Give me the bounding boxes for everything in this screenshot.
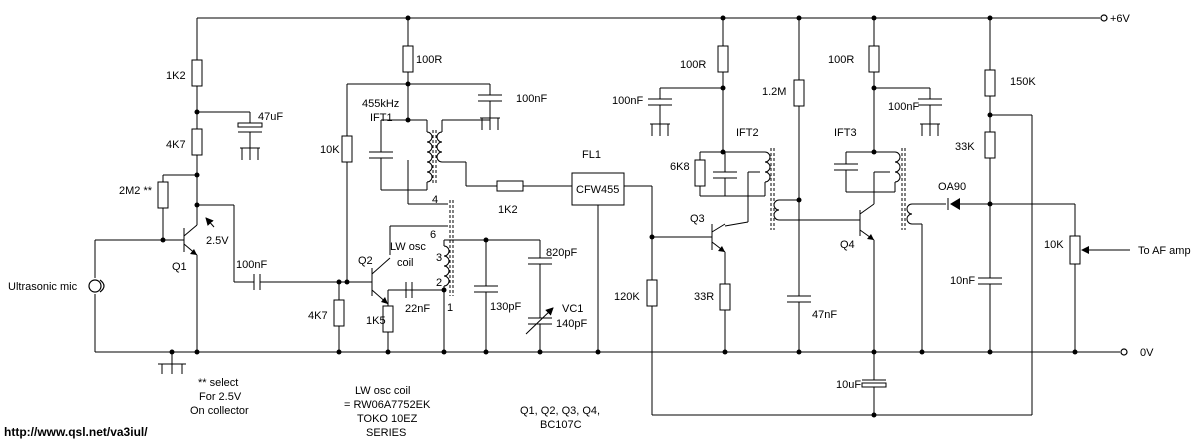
- supply-label: +6V: [1110, 13, 1131, 25]
- fl1-label: FL1: [582, 149, 601, 161]
- r-10k-a-label: 10K: [320, 144, 340, 156]
- coil-note-4: SERIES: [366, 427, 406, 439]
- supply-rail: [197, 14, 1108, 22]
- fl1-filter: [571, 172, 653, 355]
- vc1-label: VC1: [562, 303, 583, 315]
- r-120k-label: 120K: [614, 291, 640, 303]
- r-1k2-top-label: 1K2: [166, 70, 186, 82]
- ground-symbol: [158, 352, 186, 374]
- q3-stage: [646, 15, 1032, 416]
- ground-rail: [95, 348, 1128, 356]
- pot-10k-label: 10K: [1044, 239, 1064, 251]
- r-1m2-label: 1.2M: [762, 86, 786, 98]
- r-1k5-label: 1K5: [366, 315, 386, 327]
- r-100r-b-label: 100R: [680, 59, 706, 71]
- lw-coil-label-a: LW osc: [390, 241, 426, 253]
- r-6k8-label: 6K8: [670, 161, 690, 173]
- c-10uf-label: 10uF: [836, 379, 861, 391]
- source-url: http://www.qsl.net/va3iul/: [4, 425, 148, 439]
- pin-2-label: 2: [436, 277, 442, 289]
- voltage-2v5-label: 2.5V: [206, 235, 229, 247]
- transistors-note-1: Q1, Q2, Q3, Q4,: [520, 405, 600, 417]
- q3-label: Q3: [690, 213, 705, 225]
- pin-1-label: 1: [447, 302, 453, 314]
- r-100r-a-label: 100R: [416, 54, 442, 66]
- r-1k2-mid-label: 1K2: [498, 204, 518, 216]
- q2-label: Q2: [358, 255, 373, 267]
- r-33r-label: 33R: [694, 291, 714, 303]
- c-820pf-label: 820pF: [546, 247, 577, 259]
- c-47uf-label: 47uF: [258, 111, 283, 123]
- r-2m2-label: 2M2 **: [119, 185, 153, 197]
- note-collector: On collector: [190, 405, 249, 417]
- coil-note-1: LW osc coil: [355, 385, 410, 397]
- lw-coil-label-b: coil: [397, 257, 414, 269]
- q4-label: Q4: [840, 239, 855, 251]
- r-150k-label: 150K: [1010, 76, 1036, 88]
- c-100nf-b-label: 100nF: [612, 95, 643, 107]
- ift1-label: IFT1: [370, 112, 393, 124]
- c-100nf-a-label: 100nF: [516, 93, 547, 105]
- r-4k7-bot-label: 4K7: [308, 310, 328, 322]
- ground-label: 0V: [1140, 347, 1154, 359]
- q1-stage: [88, 18, 360, 355]
- q4-stage: [773, 15, 946, 418]
- pin-6-label: 6: [430, 229, 436, 241]
- coil-note-3: TOKO 10EZ: [357, 413, 418, 425]
- c-10nf-label: 10nF: [950, 275, 975, 287]
- transistors-note-2: BC107C: [540, 419, 582, 431]
- d-oa90-label: OA90: [938, 181, 966, 193]
- ift3-label: IFT3: [834, 127, 857, 139]
- r-100r-c-label: 100R: [828, 54, 854, 66]
- ift1-freq-label: 455kHz: [362, 98, 399, 110]
- c-47nf-label: 47nF: [812, 309, 837, 321]
- coil-note-2: = RW06A7752EK: [344, 399, 431, 411]
- pin-3-label: 3: [436, 252, 442, 264]
- c-100nf-in-label: 100nF: [236, 259, 267, 271]
- mic-label: Ultrasonic mic: [8, 281, 78, 293]
- detector-stage: [947, 15, 1130, 415]
- r-33k-label: 33K: [955, 141, 975, 153]
- pin-4-label: 4: [432, 194, 438, 206]
- q2-stage: [333, 15, 572, 355]
- q1-label: Q1: [172, 261, 187, 273]
- r-4k7-top-label: 4K7: [166, 139, 186, 151]
- note-select: ** select: [198, 377, 238, 389]
- c-22nf-label: 22nF: [405, 303, 430, 315]
- ift2-label: IFT2: [736, 127, 759, 139]
- c-130pf-label: 130pF: [490, 301, 521, 313]
- labels: +6V 0V 1K2 4K7 47uF 2M2 ** 2.5V Q1 Ultra…: [4, 13, 1191, 439]
- note-for: For 2.5V: [199, 391, 242, 403]
- cfw455-label: CFW455: [576, 184, 619, 196]
- vc1-value-label: 140pF: [556, 318, 587, 330]
- c-100nf-c-label: 100nF: [888, 101, 919, 113]
- to-af-label: To AF amp: [1138, 245, 1191, 257]
